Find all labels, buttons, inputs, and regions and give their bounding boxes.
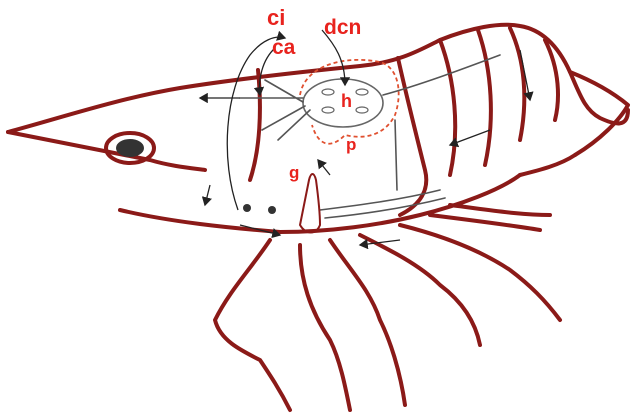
sternal-artery (395, 120, 397, 190)
junction-dot-1 (243, 204, 251, 212)
carapace-posterior-edge (398, 58, 426, 215)
gill (300, 174, 320, 233)
label-h: h (341, 92, 352, 110)
anterior-arteries (240, 80, 310, 140)
ci-ca-loop-arrow (227, 37, 285, 210)
ostium-1 (322, 89, 334, 95)
carapace-outline (8, 25, 628, 155)
label-g: g (289, 164, 299, 181)
eye-compound (116, 139, 144, 157)
tail-fan (520, 72, 628, 175)
abdomen-segments (440, 28, 558, 175)
ostium-4 (356, 107, 368, 113)
ostium-2 (356, 89, 368, 95)
label-ci: ci (267, 7, 285, 29)
junction-dot-2 (268, 206, 276, 214)
antenna-base (250, 70, 260, 180)
label-p: p (346, 136, 356, 153)
walking-legs (215, 205, 560, 410)
label-ca: ca (272, 37, 295, 58)
label-dcn: dcn (324, 17, 361, 38)
gill-flow-arrow (318, 160, 330, 175)
ostium-3 (322, 107, 334, 113)
head-down-arrow (205, 185, 210, 205)
